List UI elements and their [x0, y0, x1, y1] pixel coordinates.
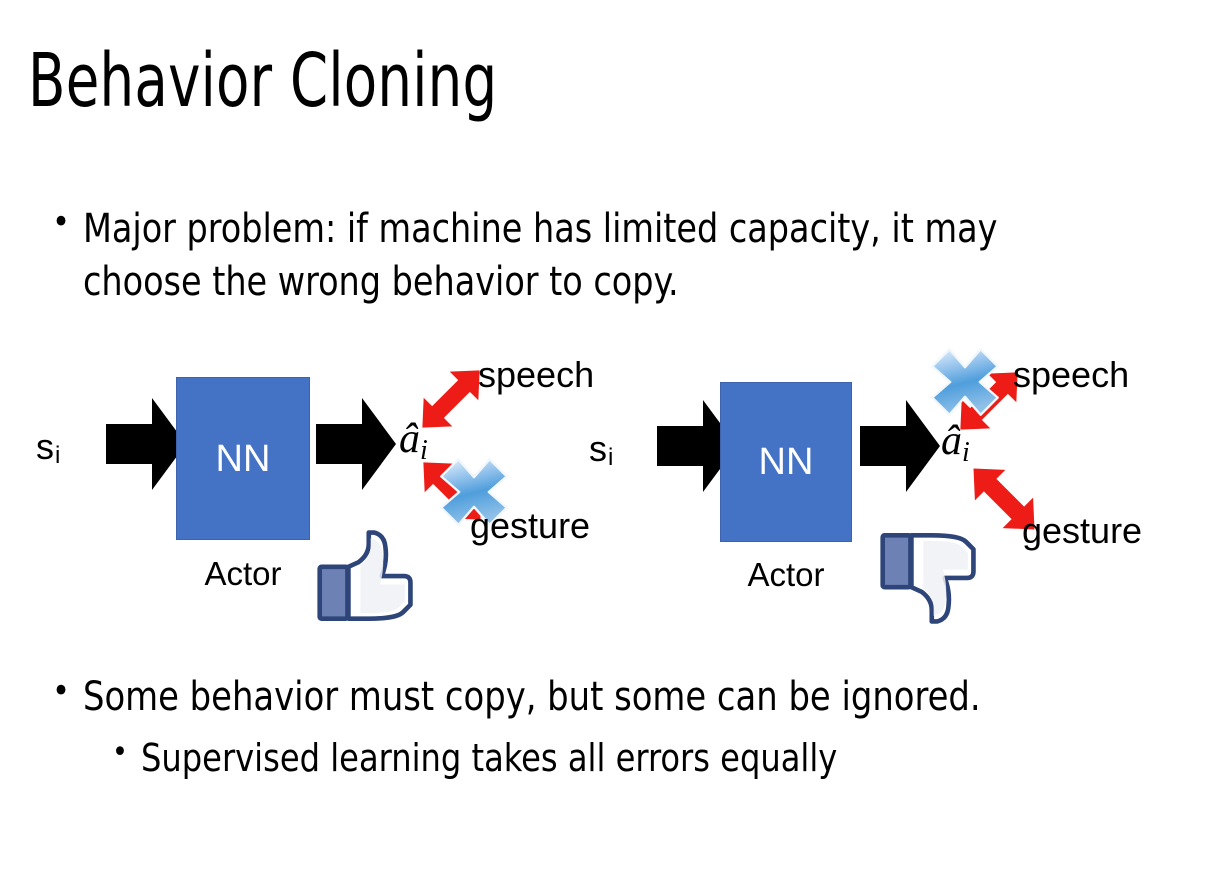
output-symbol: â — [941, 418, 962, 464]
arrow-output-right-icon — [860, 400, 940, 492]
state-input-label-left: si — [36, 429, 60, 468]
nn-box-left: NN — [176, 377, 310, 540]
bullet-bottom-main-text: Some behavior must copy, but some can be… — [83, 674, 981, 720]
bullet-top-text: Major problem: if machine has limited ca… — [83, 206, 998, 305]
state-subscript: i — [55, 442, 61, 469]
arrow-input-right-icon — [657, 400, 737, 492]
nn-box-right: NN — [720, 382, 852, 542]
arrow-speech-left-icon — [405, 353, 497, 445]
bullet-row: • Supervised learning takes all errors e… — [112, 735, 1172, 783]
state-symbol: s — [589, 428, 607, 469]
bullet-bottom-sub-text: Supervised learning takes all errors equ… — [140, 736, 838, 780]
output-subscript: i — [420, 435, 428, 466]
branch-label-gesture-left: gesture — [470, 505, 591, 546]
blue-x-icon-left — [435, 453, 513, 531]
state-symbol: s — [36, 426, 54, 467]
output-action-label-left: âi — [399, 418, 428, 465]
output-symbol: â — [399, 416, 420, 462]
blue-x-icon-right — [926, 343, 1004, 421]
arrow-input-left-icon — [106, 398, 186, 490]
bullet-marker-icon: • — [52, 202, 71, 242]
bullet-top: • Major problem: if machine has limited … — [52, 203, 1162, 309]
output-subscript: i — [962, 437, 970, 468]
page-title: Behavior Cloning — [28, 38, 498, 124]
output-action-label-right: âi — [941, 420, 970, 467]
branch-label-gesture-right: gesture — [1022, 510, 1143, 551]
diagram-left: si NN Actor âi — [10, 335, 600, 635]
diagram-right: si NN Actor âi — [565, 335, 1155, 635]
thumbs-down-icon — [878, 527, 980, 627]
branch-label-speech-left: speech — [478, 354, 595, 395]
nn-box-label: NN — [215, 437, 271, 480]
thumbs-up-icon — [315, 527, 417, 627]
state-input-label-right: si — [589, 431, 613, 470]
branch-label-speech-right: speech — [1013, 354, 1130, 395]
nn-box-label: NN — [758, 441, 814, 483]
bullet-bottom-sub: • Supervised learning takes all errors e… — [112, 735, 1172, 783]
actor-caption-right: Actor — [747, 556, 825, 593]
bullet-row: • Major problem: if machine has limited … — [52, 203, 1162, 309]
bullet-marker-icon: • — [52, 671, 71, 711]
actor-caption-left: Actor — [204, 555, 282, 592]
state-subscript: i — [608, 444, 614, 471]
arrow-output-left-icon — [316, 398, 396, 490]
bullet-row: • Some behavior must copy, but some can … — [52, 672, 1182, 722]
arrow-gesture-right-icon — [955, 450, 1053, 548]
bullet-marker-icon: • — [112, 735, 128, 770]
bullet-bottom-main: • Some behavior must copy, but some can … — [52, 672, 1182, 722]
